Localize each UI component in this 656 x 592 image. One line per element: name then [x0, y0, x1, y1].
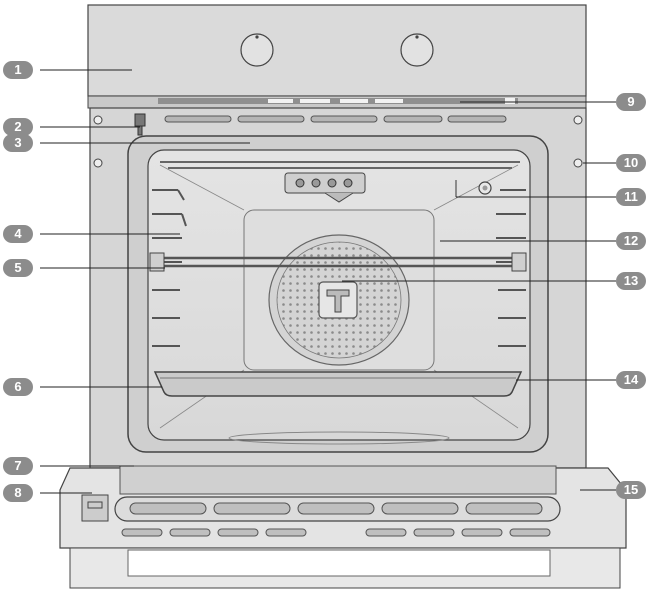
control-knob-left	[241, 34, 273, 66]
top-vent-slots	[165, 116, 506, 122]
callout-8: 8	[3, 484, 33, 502]
baking-tray	[155, 372, 521, 396]
oven-door	[60, 466, 626, 588]
callout-13: 13	[616, 272, 646, 290]
callout-15: 15	[616, 481, 646, 499]
oven-lamp	[479, 182, 491, 194]
door-hinge	[82, 495, 108, 521]
callout-11: 11	[616, 188, 646, 206]
fixing-screw-left	[94, 116, 102, 124]
callout-6: 6	[3, 378, 33, 396]
door-glass	[120, 466, 556, 494]
callout-14: 14	[616, 371, 646, 389]
hinge-hole	[574, 159, 582, 167]
control-knob-right	[401, 34, 433, 66]
callout-3: 3	[3, 134, 33, 152]
callout-9: 9	[616, 93, 646, 111]
callout-1: 1	[3, 61, 33, 79]
control-panel	[88, 5, 586, 96]
callout-5: 5	[3, 259, 33, 277]
fan-cover	[269, 235, 409, 365]
fixing-screw-right	[574, 116, 582, 124]
callout-4: 4	[3, 225, 33, 243]
callout-12: 12	[616, 232, 646, 250]
callout-7: 7	[3, 457, 33, 475]
oven-cavity	[128, 136, 548, 452]
callout-10: 10	[616, 154, 646, 172]
door-vent-slots	[130, 503, 542, 514]
